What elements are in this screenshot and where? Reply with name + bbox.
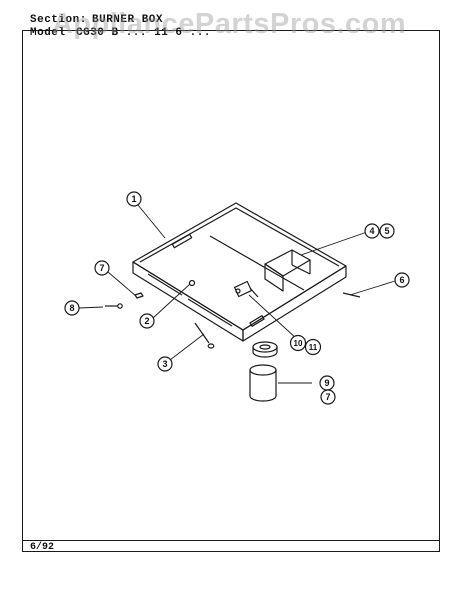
callout-2: 2 — [144, 316, 149, 326]
burner-box-tray — [132, 202, 347, 342]
callout-8-circle — [64, 300, 80, 316]
callout-5: 5 — [384, 226, 389, 236]
small-screw-part — [105, 303, 123, 309]
callout-7a: 7 — [99, 263, 104, 273]
burner-cap-part — [252, 341, 278, 358]
valve-part — [233, 280, 259, 298]
callout-1-circle — [126, 191, 142, 207]
callout-8: 8 — [69, 303, 74, 313]
bracket-part — [264, 249, 311, 292]
diagram-frame — [22, 30, 440, 552]
footer-divider — [22, 540, 440, 541]
leader-lines — [78, 204, 396, 384]
callout-3: 3 — [162, 359, 167, 369]
model-value: CG30 B ... 11 6 ... — [76, 27, 211, 39]
callout-11-circle — [304, 338, 322, 356]
callout-4-circle — [364, 223, 380, 239]
callout-7-circle-b — [320, 389, 336, 405]
callout-7b: 7 — [325, 392, 330, 402]
callout-2-circle — [139, 313, 155, 329]
callout-11: 11 — [309, 343, 318, 352]
callout-1: 1 — [131, 194, 136, 204]
callout-10-circle — [289, 334, 307, 352]
callout-3-circle — [157, 356, 173, 372]
callout-6: 6 — [399, 275, 404, 285]
page-code: 6/92 — [30, 542, 55, 553]
section-value: BURNER BOX — [92, 14, 164, 26]
section-label: Section: — [30, 14, 87, 26]
callout-4: 4 — [369, 226, 374, 236]
callout-7-circle-a — [94, 260, 110, 276]
clip-part — [134, 292, 144, 299]
callout-9: 9 — [324, 378, 329, 388]
model-label: Model — [30, 27, 66, 39]
screw-part — [194, 322, 215, 349]
callout-5-circle — [379, 223, 395, 239]
callout-10: 10 — [294, 339, 303, 348]
burner-head-part — [249, 364, 277, 402]
callout-6-circle — [394, 272, 410, 288]
